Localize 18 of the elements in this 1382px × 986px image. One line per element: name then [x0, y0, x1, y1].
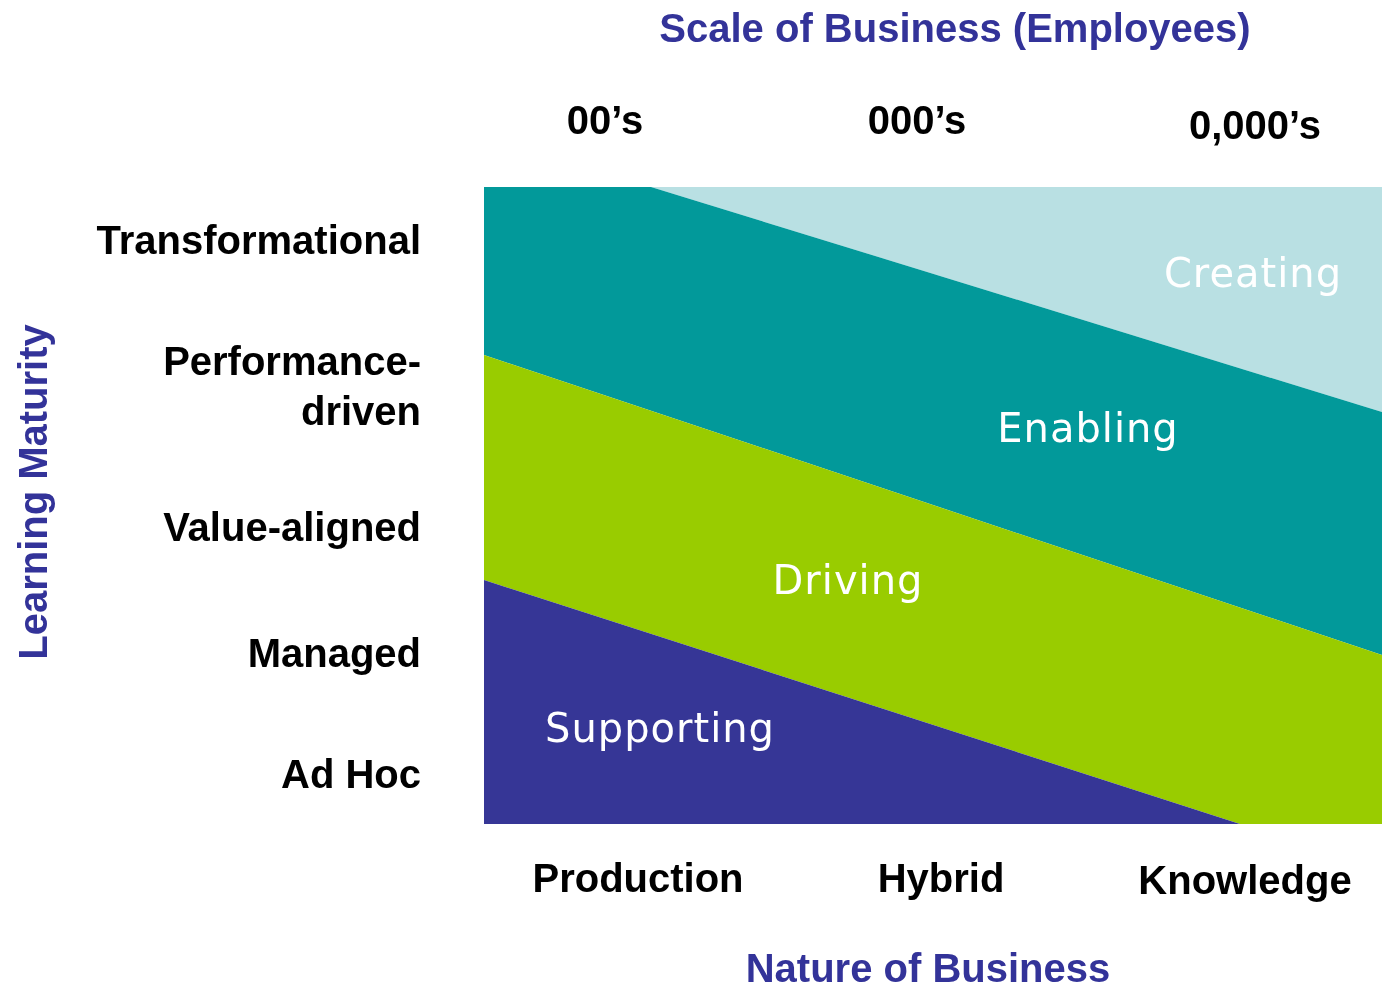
- band-label: Supporting: [545, 705, 775, 751]
- maturity-label: Ad Hoc: [281, 751, 421, 798]
- band-label: Driving: [772, 557, 924, 603]
- maturity-label: Performance- driven: [162, 338, 421, 435]
- nature-label: Production: [532, 855, 744, 902]
- scale-label: 0,000’s: [1189, 102, 1321, 149]
- scale-label: 00’s: [566, 97, 644, 144]
- scale-label: 000’s: [867, 97, 967, 144]
- axis-title: Learning Maturity: [10, 324, 56, 660]
- nature-label: Knowledge: [1138, 857, 1352, 904]
- axis-title: Scale of Business (Employees): [659, 5, 1251, 52]
- maturity-label: Managed: [247, 630, 421, 677]
- axis-title: Nature of Business: [745, 945, 1111, 986]
- band-label: Creating: [1163, 250, 1343, 296]
- band-label: Enabling: [997, 405, 1179, 451]
- maturity-label: Value-aligned: [163, 504, 421, 551]
- maturity-label: Transformational: [96, 217, 421, 264]
- nature-label: Hybrid: [877, 855, 1005, 902]
